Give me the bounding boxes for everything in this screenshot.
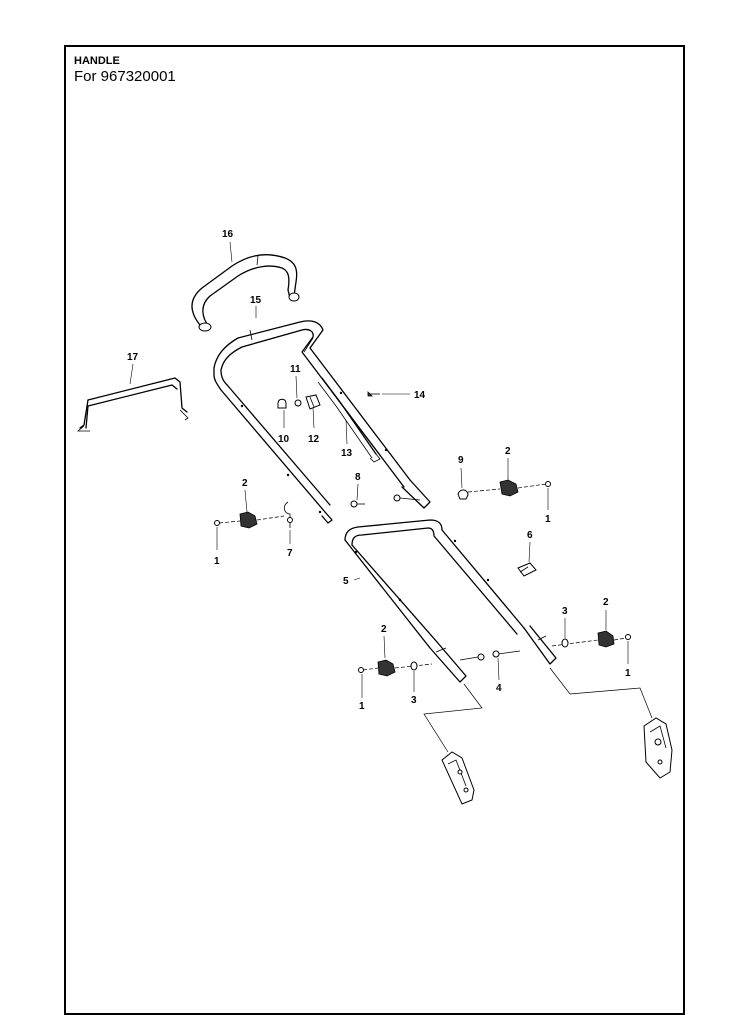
part-10-cap xyxy=(277,398,287,409)
reference-leader-right xyxy=(549,667,653,719)
callout-8: 8 xyxy=(355,472,361,483)
page-subtitle: For 967320001 xyxy=(74,68,176,85)
part-8-bolt xyxy=(350,500,365,508)
lower-left-bolt xyxy=(459,653,485,661)
callout-7: 7 xyxy=(287,548,293,559)
callout-12: 12 xyxy=(308,434,320,445)
part-1-nut-upper-right xyxy=(545,481,551,487)
part-5-lower-handle xyxy=(344,519,557,683)
callout-16: 16 xyxy=(222,229,234,240)
callout-5: 5 xyxy=(343,576,349,587)
part-3-washer-lower-right xyxy=(561,638,569,648)
callout-2-lower-left: 2 xyxy=(381,624,387,635)
callout-2-upper-left: 2 xyxy=(242,478,248,489)
part-16-grip xyxy=(191,254,300,332)
callout-1-lower-left: 1 xyxy=(359,701,365,712)
part-4-bolt xyxy=(492,650,521,658)
callout-13: 13 xyxy=(341,448,353,459)
callout-1-lower-right: 1 xyxy=(625,668,631,679)
callout-2-upper-right: 2 xyxy=(505,446,511,457)
part-1-nut-lower-right xyxy=(625,634,631,640)
callout-1-upper-left: 1 xyxy=(214,556,220,567)
callout-6: 6 xyxy=(527,530,533,541)
callout-15: 15 xyxy=(250,295,262,306)
part-9-cap xyxy=(457,489,469,500)
part-13-cable xyxy=(317,377,381,463)
callout-1-upper-right: 1 xyxy=(545,514,551,525)
callout-3-left: 3 xyxy=(411,695,417,706)
part-2-knob-lower-left xyxy=(362,659,433,677)
reference-leader-left xyxy=(423,683,483,753)
part-2-knob-upper-left xyxy=(218,511,285,529)
callout-10: 10 xyxy=(278,434,290,445)
part-17-bail xyxy=(76,377,189,432)
part-14-screw xyxy=(367,391,380,397)
part-7-clamp xyxy=(284,501,293,528)
part-1-nut-upper-left xyxy=(214,520,220,526)
part-3-washer-lower-left xyxy=(410,661,418,671)
upper-handle-bolt xyxy=(393,494,421,502)
part-11-nut xyxy=(294,399,302,407)
callout-4: 4 xyxy=(496,683,502,694)
callout-17: 17 xyxy=(127,352,139,363)
part-1-nut-lower-left xyxy=(358,667,364,673)
page-title: HANDLE xyxy=(74,55,120,67)
part-2-knob-upper-right xyxy=(467,479,547,497)
bracket-right xyxy=(643,717,673,779)
callout-3-right: 3 xyxy=(562,606,568,617)
callout-14: 14 xyxy=(414,390,426,401)
bracket-left xyxy=(441,751,475,805)
callout-2-lower-right: 2 xyxy=(603,597,609,608)
callout-11: 11 xyxy=(290,364,301,375)
part-6-clip xyxy=(517,562,537,577)
part-12-clip xyxy=(305,394,321,410)
callout-9: 9 xyxy=(458,455,464,466)
part-2-knob-lower-right xyxy=(551,630,627,648)
part-15-upper-handle xyxy=(213,320,431,524)
